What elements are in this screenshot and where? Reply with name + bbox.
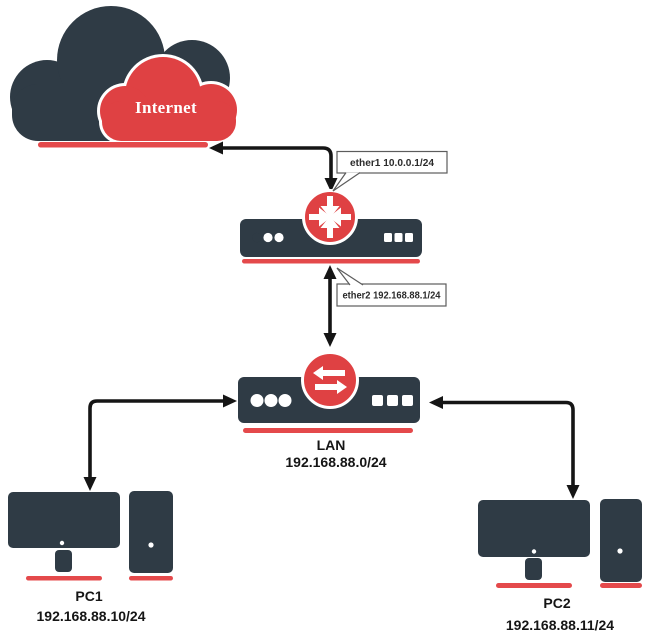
arrowhead-right [223, 394, 237, 408]
pc1-tower-led [148, 542, 154, 548]
arrowhead-down [324, 178, 338, 192]
ether1-label: ether1 10.0.0.1/24 [350, 158, 434, 169]
pc2-icon: PC2 192.168.88.11/24 [478, 499, 642, 633]
pc2-monitor-stand [525, 558, 542, 580]
switch-icon: LAN 192.168.88.0/24 [238, 351, 420, 470]
pc1-tower-underline [129, 576, 173, 581]
pc1-tower-icon [129, 491, 173, 573]
pc1-monitor-stand [55, 550, 72, 572]
arrowhead-down [323, 333, 337, 347]
pc2-tower-icon [600, 499, 642, 582]
switch-port-squares [372, 395, 383, 406]
router-symbol-arrows [309, 196, 351, 238]
arrowhead-down [83, 477, 97, 491]
connector-switch-pc1 [83, 394, 237, 491]
pc2-monitor-led [531, 549, 537, 554]
pc2-monitor-icon [478, 500, 590, 557]
arrowhead-down [566, 485, 580, 499]
switch-led-dots [250, 394, 264, 407]
pc1-icon: PC1 192.168.88.10/24 [8, 491, 173, 624]
lan-subnet: 192.168.88.0/24 [285, 454, 386, 470]
pc1-monitor-led [59, 540, 65, 546]
switch-underline [243, 428, 413, 433]
callout-ether1: ether1 10.0.0.1/24 [332, 150, 448, 192]
pc1-monitor-icon [8, 492, 120, 548]
callout-ether2: ether2 192.168.88.1/24 [336, 267, 447, 307]
connector-router-switch [323, 265, 337, 347]
internet-underline [38, 142, 208, 148]
pc2-ip: 192.168.88.11/24 [506, 617, 614, 633]
pc2-tower-led [617, 548, 623, 554]
pc1-ip: 192.168.88.10/24 [37, 608, 146, 624]
pc1-label: PC1 [75, 588, 102, 604]
switch-symbol-arrows [313, 366, 347, 394]
arrowhead-left [209, 141, 223, 155]
router-port-squares [384, 233, 392, 242]
pc1-monitor-underline [26, 576, 102, 581]
router-led-dots [252, 232, 262, 243]
router-underline [242, 259, 420, 264]
arrowhead-left [429, 396, 443, 409]
internet-label: Internet [135, 98, 197, 117]
router-icon [240, 189, 422, 264]
pc2-label: PC2 [543, 595, 570, 611]
pc2-tower-underline [600, 583, 642, 588]
connector-switch-pc2 [429, 396, 580, 499]
internet-cloud-icon: Internet [10, 6, 240, 148]
arrowhead-up [323, 265, 337, 279]
lan-label: LAN [317, 437, 346, 453]
connector-internet-router [209, 141, 338, 192]
ether2-label: ether2 192.168.88.1/24 [343, 291, 441, 302]
pc2-monitor-underline [496, 583, 572, 588]
